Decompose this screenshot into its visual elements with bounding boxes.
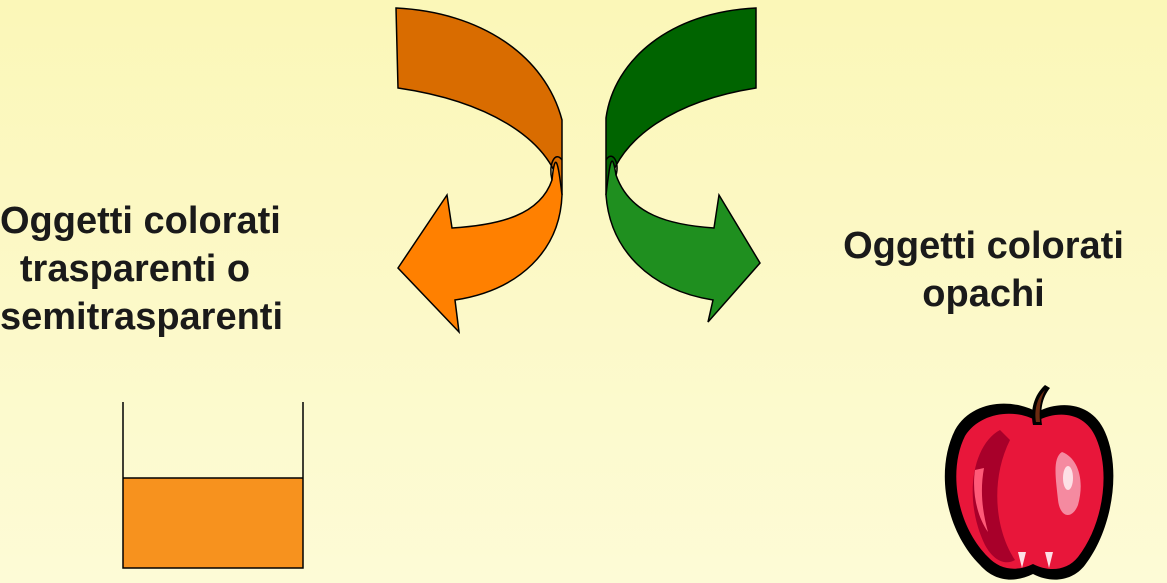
label-left-line-1: Oggetti colorati — [0, 200, 281, 242]
right-arrow-lower-band — [605, 160, 761, 323]
label-left-line-3: semitrasparenti — [0, 296, 284, 338]
apple-bottom-mark-2 — [1045, 552, 1053, 568]
beaker-outline — [122, 402, 304, 569]
label-opaque-objects: Oggetti colorati opachi — [800, 222, 1167, 318]
apple-stem-inner — [1035, 390, 1045, 422]
apple-icon — [944, 385, 1114, 580]
label-right-line-1: Oggetti colorati — [843, 225, 1124, 267]
beaker-icon — [122, 402, 304, 569]
apple-bottom-mark-1 — [1018, 552, 1026, 568]
right-arrow-upper-band — [605, 7, 757, 196]
apple-highlight-small — [1063, 466, 1073, 490]
beaker-liquid — [123, 478, 303, 568]
label-left-line-2: trasparenti o — [19, 248, 251, 290]
right-curved-arrow-icon — [605, 7, 761, 323]
apple-highlight-left — [974, 468, 988, 532]
right-arrow-fold-line — [605, 155, 618, 176]
apple-shade — [972, 430, 1015, 563]
label-transparent-objects: Oggetti colorati trasparenti o semitrasp… — [0, 197, 284, 341]
left-arrow-lower-band — [397, 161, 563, 335]
label-right-line-2: opachi — [922, 273, 1045, 315]
left-arrow-upper-band — [395, 7, 563, 196]
left-arrow-fold-line — [550, 156, 563, 181]
left-curved-arrow-icon — [395, 7, 563, 335]
